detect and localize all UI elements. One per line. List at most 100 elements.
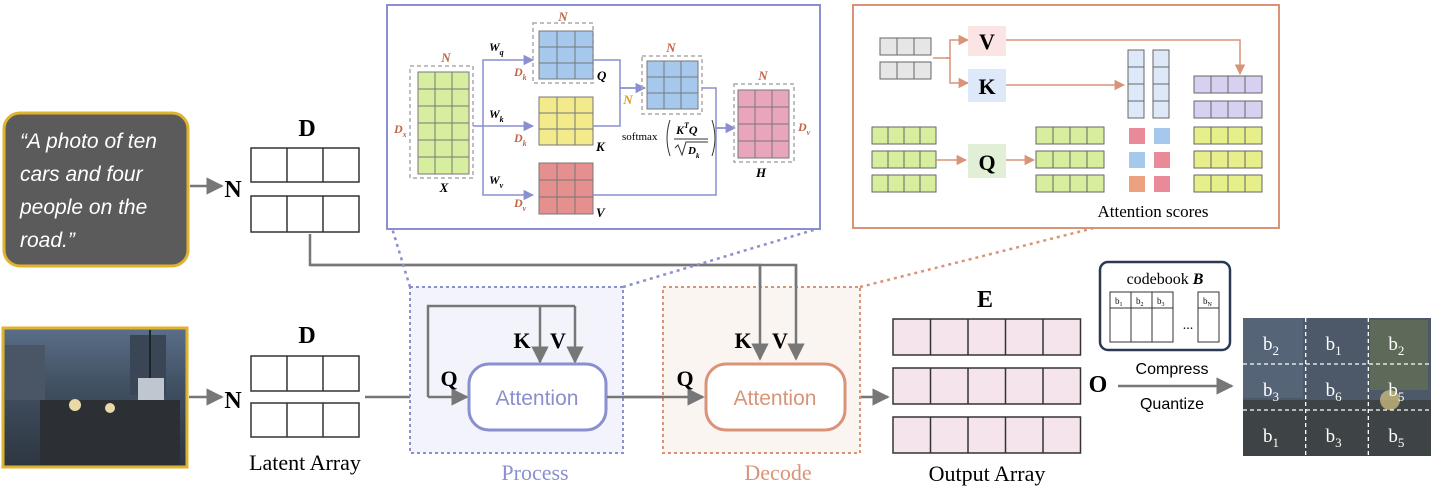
codebook-ellipsis: ... (1183, 318, 1194, 333)
qk-n-label: N (622, 92, 633, 107)
codebook-cell-1: b1 (1109, 291, 1132, 343)
quantized-cell-label: b1 (1263, 426, 1279, 450)
process-attention-label: Attention (496, 387, 579, 410)
output-matrix-row-2 (892, 367, 1082, 405)
latent-token-row-3 (871, 174, 937, 193)
k-matrix (538, 96, 594, 146)
process-k-label: K (513, 328, 530, 353)
prompt-line-1: “A photo of ten (20, 130, 157, 153)
output-row-3 (1193, 174, 1263, 193)
quantized-cell-label: b1 (1326, 334, 1342, 358)
svg-text:codebook B: codebook B (1127, 271, 1204, 288)
process-q-label: Q (440, 366, 457, 391)
x-n-label: N (440, 50, 451, 65)
codebook-cell-2: b2 (1130, 291, 1153, 343)
text-embedding-matrix (250, 147, 360, 233)
codebook-cell-label: b (1157, 296, 1162, 306)
output-row-2 (1193, 150, 1263, 169)
attention-score-cell (1154, 152, 1170, 168)
attention-score-cell (1129, 152, 1145, 168)
text-token-row-2 (879, 61, 932, 80)
quantized-cell-label: b3 (1326, 426, 1342, 450)
v-matrix (538, 162, 594, 215)
text-prompt-box: “A photo of ten cars and four people on … (2, 111, 190, 268)
svg-text:b1: b1 (1115, 296, 1123, 308)
h-dim-label: Dv (797, 120, 811, 137)
qk-matrix (646, 60, 699, 110)
quantize-label: Quantize (1140, 396, 1204, 413)
decode-detail-k: K (978, 74, 995, 99)
query-row-1 (1035, 126, 1105, 145)
key-column-2 (1152, 49, 1170, 119)
text-matrix-row-1 (250, 147, 360, 183)
quantized-cell-label: b5 (1388, 380, 1404, 404)
value-row-2 (1193, 100, 1263, 119)
decode-detail-v: V (979, 29, 995, 54)
k-dim-label: Dk (513, 131, 527, 148)
decode-q-label: Q (676, 366, 693, 391)
text-dim-d: D (298, 116, 315, 142)
attention-score-cell (1154, 176, 1170, 192)
latent-matrix-row-1 (250, 355, 360, 392)
codebook: codebook B b1 b2 b3 bN ... (1098, 260, 1232, 352)
wv-label: Wv (489, 173, 504, 190)
decode-label: Decode (744, 460, 811, 485)
quantized-cell-label: b2 (1263, 334, 1279, 358)
latent-dim-n: N (224, 388, 242, 414)
value-row-1 (1193, 75, 1263, 94)
quantized-cell-label: b3 (1263, 380, 1279, 404)
k-label: K (595, 139, 606, 154)
query-row-2 (1035, 150, 1105, 169)
softmax-numerator: KTQ (675, 121, 698, 137)
svg-text:b2: b2 (1136, 296, 1144, 308)
qk-top-n-label: N (665, 40, 676, 55)
latent-dim-d: D (298, 323, 315, 349)
quantized-cell-label: b5 (1388, 426, 1404, 450)
latent-token-row-2 (871, 150, 937, 169)
wk-label: Wk (489, 107, 504, 124)
text-dim-n: N (224, 177, 242, 203)
codebook-title: codebook (1127, 271, 1189, 288)
softmax-label: softmax (622, 131, 658, 143)
codebook-cell-4: bN (1197, 291, 1220, 343)
v-label: V (596, 205, 606, 220)
attention-score-cell (1129, 176, 1145, 192)
output-dim-e: E (977, 287, 993, 313)
process-label: Process (501, 460, 568, 485)
decode-attention-label: Attention (734, 387, 817, 410)
text-token-row-1 (879, 37, 932, 56)
prompt-line-3: people on the (19, 196, 147, 219)
q-dim-label: Dk (513, 65, 527, 82)
x-matrix (417, 71, 470, 175)
compress-label: Compress (1136, 361, 1209, 378)
latent-array-label: Latent Array (249, 450, 361, 475)
x-dim-label: Dx (393, 122, 407, 139)
h-n-label: N (757, 68, 768, 83)
latent-token-row-1 (871, 126, 937, 145)
svg-text:b3: b3 (1157, 296, 1165, 308)
codebook-cell-label: b (1136, 296, 1141, 306)
softmax-denominator: Dk (687, 145, 700, 160)
decode-attention-block (704, 362, 847, 432)
codebook-cell-label: b (1115, 296, 1120, 306)
output-row-1 (1193, 126, 1263, 145)
text-matrix-row-2 (250, 195, 360, 233)
h-matrix (737, 89, 790, 159)
codebook-cell-3: b3 (1151, 291, 1174, 343)
key-column-1 (1127, 49, 1145, 119)
query-row-3 (1035, 174, 1105, 193)
output-matrix-row-3 (892, 416, 1082, 454)
x-label: X (439, 180, 449, 195)
q-n-label: N (557, 9, 568, 24)
decode-detail-q: Q (978, 150, 995, 175)
process-v-label: V (550, 328, 566, 353)
attention-score-cell (1154, 128, 1170, 144)
quantized-cell-label: b2 (1388, 334, 1404, 358)
prompt-line-4: road.” (20, 229, 76, 252)
codebook-variable: B (1192, 271, 1204, 288)
prompt-line-2: cars and four (20, 163, 144, 186)
